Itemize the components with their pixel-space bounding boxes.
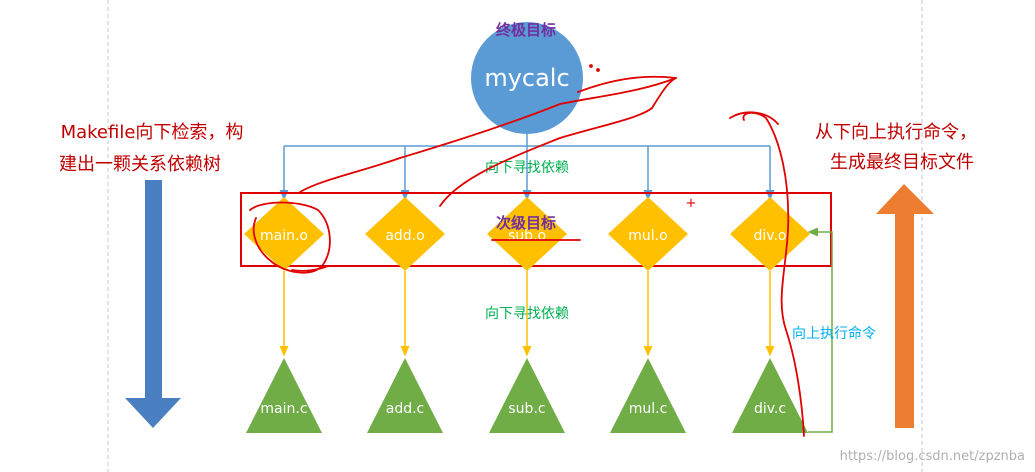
edge-label-lower: 向下寻找依赖 [485,306,569,322]
source-nodes: main.c add.c sub.c mul.c div.c [246,358,808,433]
feedback-label: 向上执行命令 [792,325,876,342]
feedback-connector [807,227,833,433]
source-node: div.c [732,358,808,433]
source-node: sub.c [489,358,565,433]
source-label: mul.c [629,401,668,417]
right-note-line-1: 从下向上执行命令， [815,122,977,143]
target-label: main.o [260,228,308,244]
left-note-line-2: 建出一颗关系依赖树 [59,154,221,175]
root-label: mycalc [484,64,569,92]
target-nodes: main.o add.o sub.o mul.o div.o [244,197,810,271]
target-node: sub.o [487,197,567,271]
target-node: main.o [244,197,324,271]
target-node: add.o [365,197,445,271]
target-label: mul.o [628,228,667,244]
source-label: sub.c [508,401,545,417]
target-node: div.o [730,197,810,271]
secondary-targets-frame [240,192,832,267]
source-node: main.c [246,358,322,433]
edge-label-upper: 向下寻找依赖 [485,160,569,176]
target-node: mul.o [608,197,688,271]
up-arrow-icon [876,184,934,428]
target-label: div.o [754,228,787,244]
source-connectors [279,271,775,357]
target-label: add.o [385,228,424,244]
middle-title: 次级目标 [496,214,556,232]
source-node: mul.c [610,358,686,433]
handwritten-annotations [249,64,805,437]
source-label: main.c [260,401,307,417]
plus-mark: + [686,196,697,211]
down-arrow-icon [125,180,181,428]
root-connectors [279,132,775,201]
root-title: 终极目标 [496,21,556,39]
watermark: https://blog.csdn.net/zpznba [840,449,1025,464]
source-label: div.c [754,401,786,417]
source-label: add.c [386,401,425,417]
source-node: add.c [367,358,443,433]
right-note-line-2: 生成最终目标文件 [830,152,974,173]
left-note-line-1: Makefile向下检索，构 [61,122,244,143]
